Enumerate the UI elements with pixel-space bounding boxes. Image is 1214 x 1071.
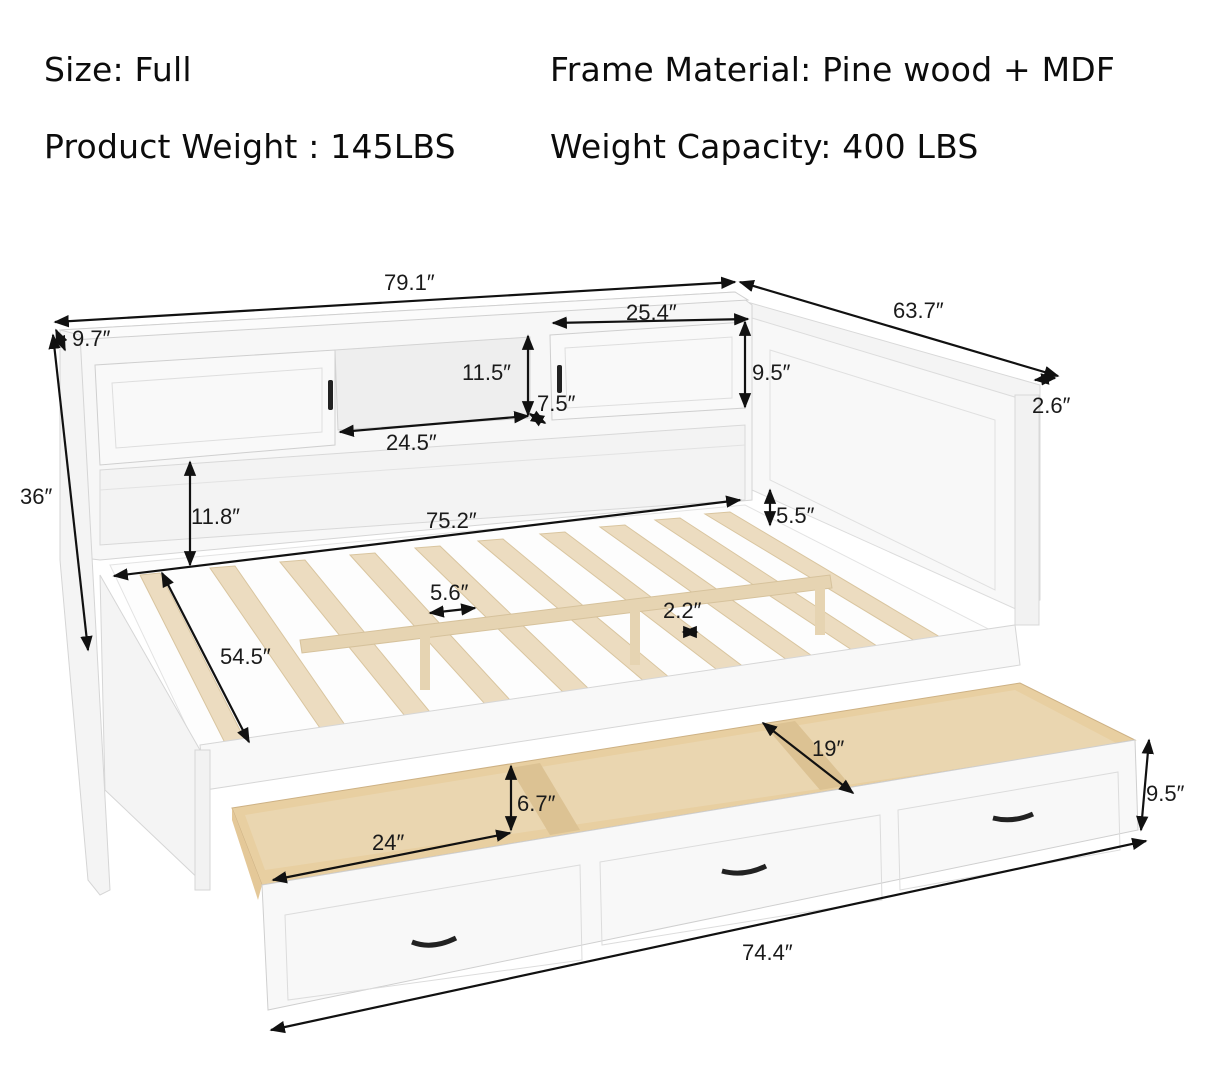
dim-slat-spacing: 5.6″ bbox=[430, 580, 469, 605]
dim-drawer-height: 9.5″ bbox=[1146, 781, 1185, 806]
dim-overall-width: 63.7″ bbox=[893, 298, 944, 323]
door-handle-icon bbox=[328, 380, 333, 410]
dim-side-post-width: 2.6″ bbox=[1032, 393, 1071, 418]
dim-drawer-compartment-width: 24″ bbox=[372, 830, 405, 855]
spec-size: Size: Full bbox=[44, 50, 192, 89]
dim-drawer-compartment-depth: 19″ bbox=[812, 736, 845, 761]
dim-cabinet-width: 25.4″ bbox=[626, 300, 677, 325]
dim-headboard-depth: 9.7″ bbox=[72, 326, 111, 351]
drawer-handle-icon bbox=[992, 811, 1035, 823]
door-handle-icon bbox=[557, 365, 562, 393]
dim-overall-height: 36″ bbox=[20, 484, 53, 509]
dim-open-shelf-height: 11.5″ bbox=[462, 360, 511, 385]
dim-drawer-length: 74.4″ bbox=[742, 940, 793, 965]
dim-mattress-width: 54.5″ bbox=[220, 644, 271, 669]
spec-weight-capacity: Weight Capacity: 400 LBS bbox=[550, 127, 979, 166]
dim-drawer-inner-height: 6.7″ bbox=[517, 791, 556, 816]
dim-open-shelf-width: 24.5″ bbox=[386, 430, 437, 455]
dim-slat-width: 2.2″ bbox=[663, 598, 702, 623]
dim-cabinet-height: 9.5″ bbox=[752, 360, 791, 385]
spec-frame-material: Frame Material: Pine wood + MDF bbox=[550, 50, 1116, 89]
spec-product-weight: Product Weight : 145LBS bbox=[44, 127, 456, 166]
dim-backrest-height: 11.8″ bbox=[191, 504, 240, 529]
dim-side-rail-gap: 5.5″ bbox=[776, 503, 815, 528]
dim-shelf-depth: 7.5″ bbox=[537, 391, 576, 416]
dim-slat-length: 75.2″ bbox=[426, 508, 477, 533]
dim-overall-length: 79.1″ bbox=[384, 270, 435, 295]
dimension-arrows bbox=[48, 276, 1154, 1034]
